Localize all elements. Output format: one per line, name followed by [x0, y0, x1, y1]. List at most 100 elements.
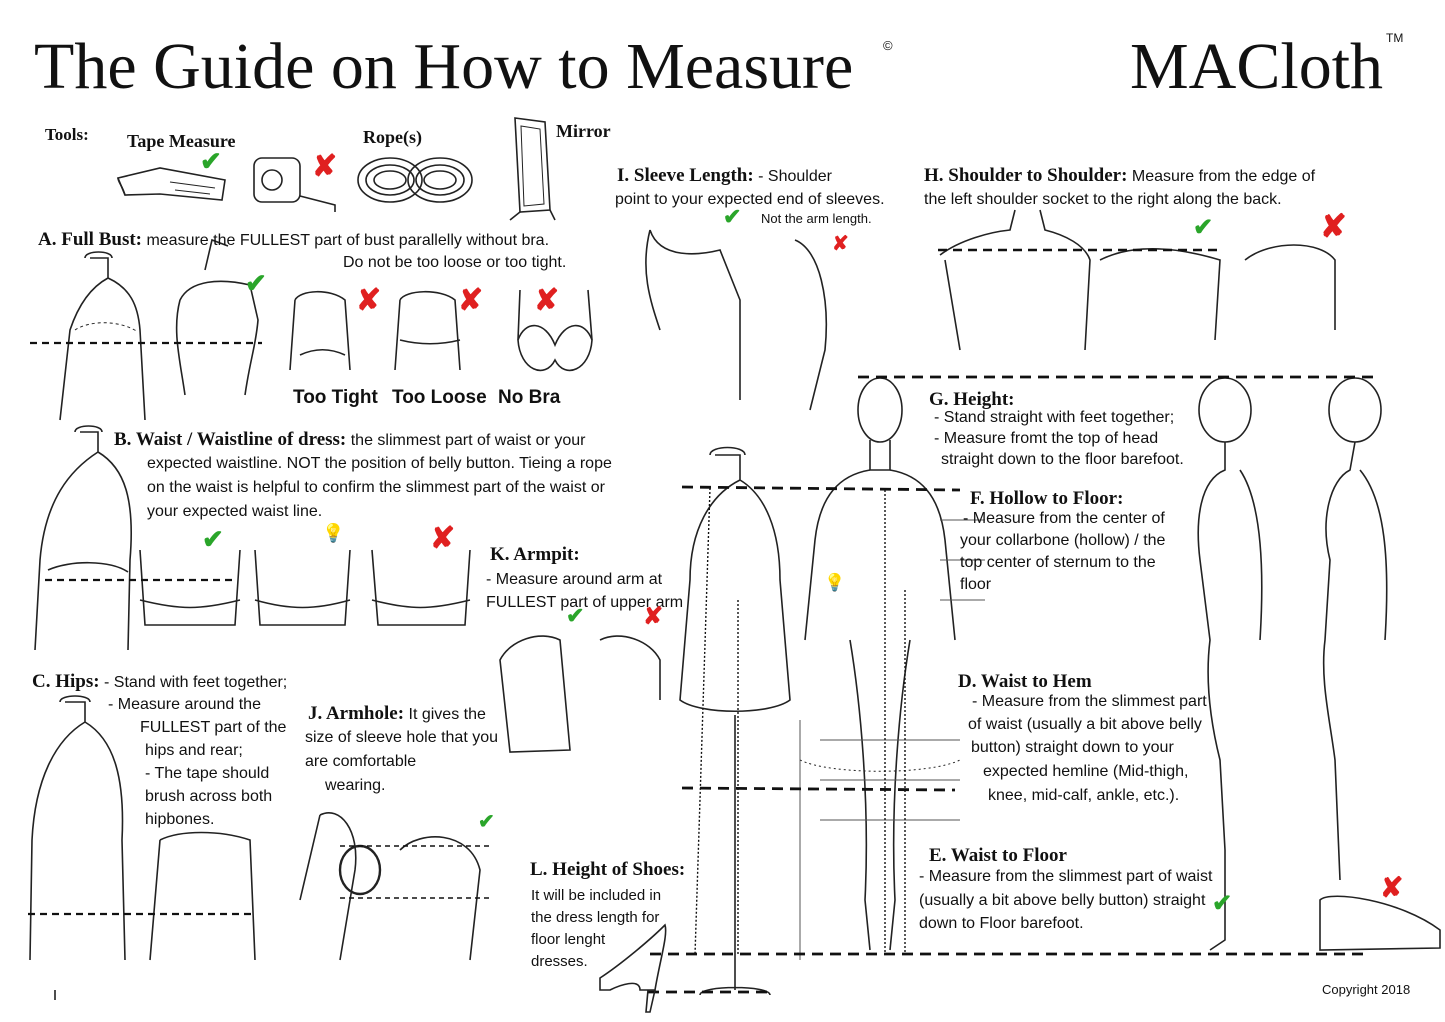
section-i-line2: point to your expected end of sleeves.	[615, 191, 885, 208]
section-d-line2: of waist (usually a bit above belly	[968, 716, 1202, 733]
shoulder-figure	[939, 209, 1336, 351]
check-icon: ✔	[245, 268, 267, 298]
section-k-line1: - Measure around arm at	[486, 571, 663, 588]
section-i-note: Not the arm length.	[761, 211, 872, 226]
section-i-text: I. Sleeve Length: - Shoulder	[617, 164, 832, 189]
section-i-heading: I. Sleeve Length:	[617, 165, 754, 186]
section-c-line4: hips and rear;	[145, 742, 243, 759]
section-a-line1: measure the FULLEST part of bust paralle…	[146, 232, 550, 249]
section-c-line3: FULLEST part of the	[140, 719, 287, 736]
rope-icon	[357, 157, 473, 203]
bust-form-figure	[59, 251, 146, 421]
hips-form-figure	[29, 695, 126, 1000]
section-e-heading: E. Waist to Floor	[929, 845, 1067, 866]
cross-icon: ✘	[643, 603, 664, 630]
page-title: The Guide on How to Measure	[34, 30, 854, 103]
section-d-heading: D. Waist to Hem	[958, 671, 1092, 692]
section-i-line1: - Shoulder	[758, 168, 832, 185]
bra-figure	[517, 289, 593, 372]
bust-model-figure-correct	[175, 238, 259, 396]
cross-icon: ✘	[1320, 208, 1347, 244]
profile-model-right	[1319, 377, 1441, 951]
section-d-line5: knee, mid-calf, ankle, etc.).	[988, 787, 1180, 804]
section-c-heading: C. Hips:	[32, 671, 100, 692]
too-tight-caption: Too Tight	[293, 387, 378, 408]
section-g-heading: G. Height:	[929, 389, 1015, 410]
section-c-line5: - The tape should	[145, 765, 270, 782]
section-e-line1: - Measure from the slimmest part of wais…	[919, 868, 1213, 885]
section-j-line2: size of sleeve hole that you	[305, 729, 499, 746]
section-f-heading: F. Hollow to Floor:	[970, 488, 1124, 509]
cross-icon: ✘	[458, 284, 484, 317]
cross-icon: ✘	[312, 150, 338, 183]
section-j-line3: are comfortable	[305, 753, 417, 770]
section-b-line2: expected waistline. NOT the position of …	[147, 455, 612, 472]
check-icon: ✔	[566, 603, 585, 628]
section-j-text: J. Armhole: It gives the	[308, 702, 486, 727]
section-a-heading: A. Full Bust:	[38, 229, 142, 250]
section-g-line1: - Stand straight with feet together;	[934, 409, 1175, 426]
section-b-line4: your expected waist line.	[147, 503, 323, 520]
footer-copyright: Copyright 2018	[1322, 982, 1411, 997]
waist-model-1	[139, 549, 241, 626]
cross-icon: ✘	[1380, 872, 1404, 903]
section-f-line2: your collarbone (hollow) / the	[960, 532, 1166, 549]
cross-icon: ✘	[832, 233, 849, 255]
mirror-icon	[509, 117, 556, 221]
section-c-line7: hipbones.	[145, 811, 215, 828]
cross-icon: ✘	[534, 284, 560, 317]
section-b-text: B. Waist / Waistline of dress: the slimm…	[114, 428, 585, 453]
section-b-line3: on the waist is helpful to confirm the s…	[147, 479, 605, 496]
hips-model-figure	[149, 831, 256, 961]
section-k-heading: K. Armpit:	[490, 544, 580, 565]
section-a-line2: Do not be too loose or too tight.	[343, 254, 567, 271]
tool-tape-label: Tape Measure	[127, 131, 236, 151]
section-e-line2: (usually a bit above belly button) strai…	[919, 892, 1206, 909]
waist-form-figure	[34, 425, 133, 651]
section-f-line3: top center of sternum to the	[960, 554, 1156, 571]
section-c-line1: - Stand with feet together;	[104, 674, 288, 691]
bust-model-too-loose	[394, 290, 461, 371]
brick-wall	[799, 519, 985, 960]
section-b-line1: the slimmest part of waist or your	[350, 432, 586, 449]
section-g-line2: - Measure fromt the top of head	[934, 430, 1159, 447]
cross-icon: ✘	[430, 522, 456, 555]
section-a-text: A. Full Bust: measure the FULLEST part o…	[38, 228, 549, 253]
section-l-line4: dresses.	[531, 953, 588, 970]
armpit-figure	[499, 635, 661, 753]
section-j-line4: wearing.	[325, 777, 386, 794]
tape-measure-icon	[116, 167, 226, 201]
check-icon: ✔	[202, 524, 224, 554]
section-f-line4: floor	[960, 576, 992, 593]
sleeve-figure	[645, 229, 828, 411]
check-icon: ✔	[478, 811, 495, 833]
section-c-line2: - Measure around the	[108, 696, 261, 713]
no-bra-caption: No Bra	[498, 387, 561, 408]
waist-model-2	[254, 549, 351, 626]
section-j-heading: J. Armhole:	[308, 703, 405, 724]
section-b-heading: B. Waist / Waistline of dress:	[114, 429, 347, 450]
bust-model-too-tight	[289, 290, 351, 371]
tool-rope-label: Rope(s)	[363, 127, 422, 147]
copyright-symbol: ©	[883, 38, 893, 53]
check-icon: ✔	[1212, 890, 1233, 917]
bulb-icon: 💡	[322, 523, 345, 543]
section-j-line1: It gives the	[408, 706, 486, 723]
section-c-line6: brush across both	[145, 788, 273, 805]
waist-model-3	[371, 549, 471, 626]
section-h-text: H. Shoulder to Shoulder: Measure from th…	[924, 164, 1315, 189]
high-heel-shoe	[599, 923, 667, 1013]
armhole-figure	[299, 812, 481, 961]
brand-logo: MACloth	[1130, 30, 1384, 103]
section-d-line4: expected hemline (Mid-thigh,	[983, 763, 1189, 780]
check-icon: ✔	[1193, 214, 1214, 241]
section-h-line2: the left shoulder socket to the right al…	[924, 191, 1282, 208]
section-c-text: C. Hips: - Stand with feet together;	[32, 670, 287, 695]
section-e-line3: down to Floor barefoot.	[919, 915, 1084, 932]
section-h-heading: H. Shoulder to Shoulder:	[924, 165, 1128, 186]
tool-mirror-label: Mirror	[556, 121, 611, 141]
section-l-line1: It will be included in	[531, 887, 662, 904]
section-k-line2: FULLEST part of upper arm	[486, 594, 684, 611]
check-icon: ✔	[723, 204, 742, 229]
